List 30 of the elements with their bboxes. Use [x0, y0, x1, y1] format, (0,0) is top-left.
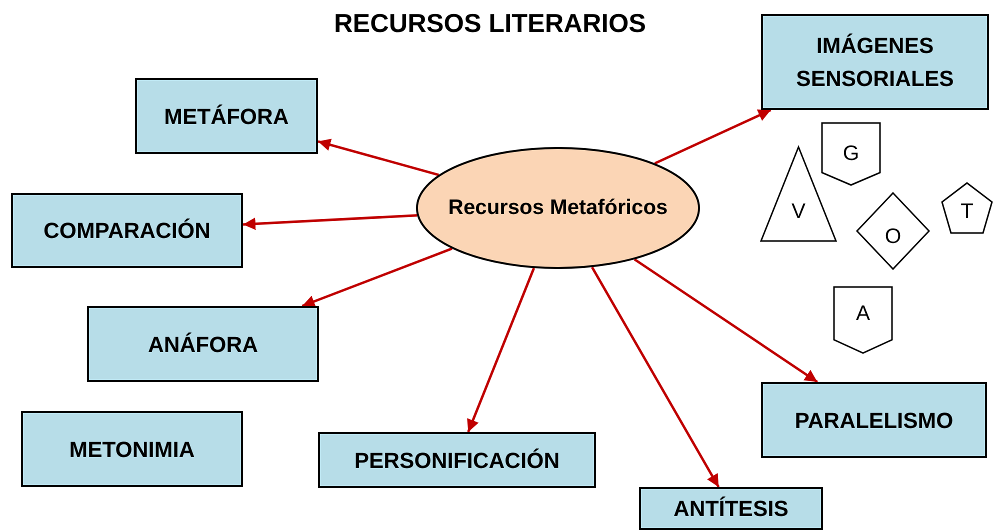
topic-label: PARALELISMO [794, 406, 954, 434]
arrow [242, 214, 418, 230]
topic-box [135, 78, 318, 154]
letter-label: A [856, 301, 870, 328]
arrow [467, 268, 536, 432]
topic-label: IMÁGENES SENSORIALES [795, 32, 955, 93]
arrow [318, 138, 440, 176]
topic-label: ANTÍTESIS [674, 495, 788, 523]
arrow [654, 108, 772, 165]
title: RECURSOS LITERARIOS [332, 8, 648, 39]
letter-label: O [884, 224, 902, 250]
topic-box [87, 306, 319, 382]
arrow [302, 247, 452, 308]
topic-box [639, 487, 823, 530]
topic-box [318, 432, 596, 488]
topic-box [761, 14, 989, 110]
letter-label: G [842, 141, 860, 168]
arrow [591, 266, 720, 488]
topic-box [761, 382, 987, 458]
topic-box [11, 193, 243, 268]
arrow [634, 258, 818, 384]
topic-label: COMPARACIÓN [43, 217, 211, 245]
topic-box [21, 411, 243, 487]
topic-label: PERSONIFICACIÓN [354, 446, 560, 474]
letter-label: T [960, 199, 974, 226]
topic-label: METÁFORA [164, 102, 289, 130]
topic-label: METONIMIA [69, 436, 195, 464]
topic-label: ANÁFORA [148, 330, 258, 358]
topic-label: Recursos Metafóricos [448, 195, 668, 222]
letter-label: V [791, 199, 806, 226]
